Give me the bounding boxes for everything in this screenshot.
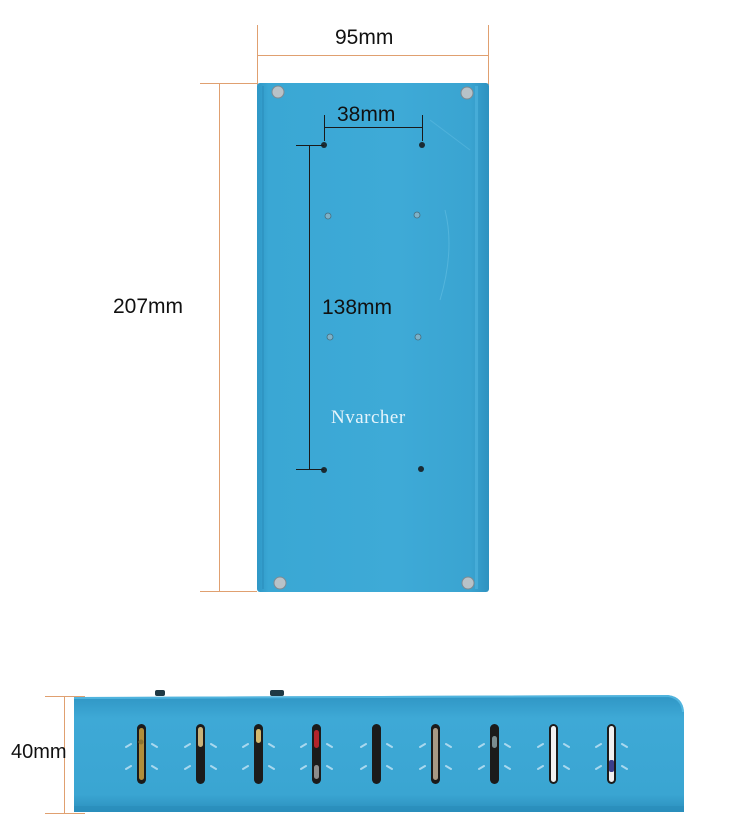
louver-ticks: [125, 743, 628, 770]
rivet-icon: [413, 211, 421, 219]
vent-slots: [137, 724, 616, 784]
vent-slot: [254, 724, 263, 784]
vent-slot: [196, 724, 205, 784]
hole-y-dim-label: 138mm: [322, 296, 393, 319]
surface-scratch: [439, 209, 450, 301]
rivet-icon: [326, 333, 334, 341]
hole-y-dim-tick-top: [296, 145, 324, 146]
corner-screw-icon: [461, 576, 475, 590]
vent-slot: [431, 724, 440, 784]
hole-y-dim-line: [309, 145, 310, 470]
vent-slot: [372, 724, 381, 784]
corner-screw-icon: [273, 576, 287, 590]
hole-x-dim-label: 38mm: [337, 103, 396, 126]
top-panel-fold-edge: [475, 86, 478, 589]
watermark-text: Nvarcher: [331, 407, 406, 428]
vent-slot: [607, 724, 616, 784]
hole-x-dim-tick-left: [324, 115, 325, 141]
vent-slot: [137, 724, 146, 784]
side-height-dim-label: 40mm: [11, 741, 67, 763]
top-edge-bump: [155, 690, 165, 696]
mounting-hole-icon: [419, 142, 425, 148]
rivet-icon: [324, 212, 332, 220]
corner-screw-icon: [271, 85, 285, 99]
mounting-hole-icon: [418, 466, 424, 472]
hole-x-dim-line: [324, 127, 423, 128]
corner-screw-icon: [460, 86, 474, 100]
vent-slot: [312, 724, 321, 784]
vent-slot: [490, 724, 499, 784]
mounting-hole-icon: [321, 142, 327, 148]
hole-y-dim-tick-bottom: [296, 469, 324, 470]
height-dim-label: 207mm: [113, 295, 184, 318]
top-panel-body: [257, 83, 489, 592]
width-dim-label: 95mm: [335, 26, 394, 49]
surface-scratch: [429, 119, 471, 151]
side-height-dim-tick-bottom: [45, 813, 85, 814]
height-dim-line: [219, 83, 220, 592]
rivet-icon: [414, 333, 422, 341]
height-dim-tick-top: [200, 83, 257, 84]
side-height-dim-tick-top: [45, 696, 85, 697]
mounting-hole-icon: [321, 467, 327, 473]
height-dim-tick-bottom: [200, 591, 257, 592]
hole-x-dim-tick-right: [422, 115, 423, 141]
width-dim-line: [257, 55, 489, 56]
vent-slot: [549, 724, 558, 784]
side-height-dim-line: [64, 696, 65, 814]
top-edge-bump: [270, 690, 284, 696]
